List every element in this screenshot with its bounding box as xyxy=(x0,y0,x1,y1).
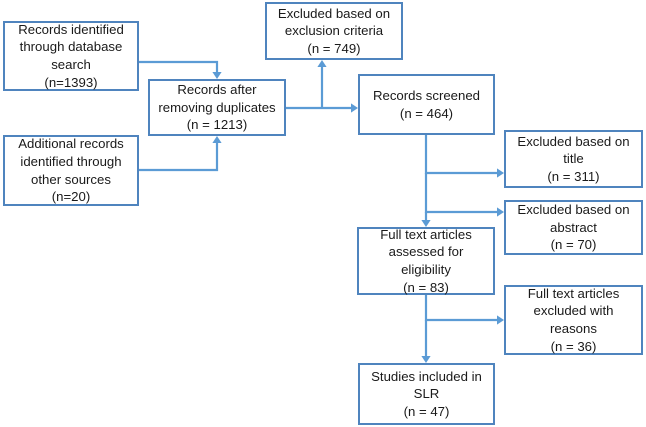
node-text-line: (n=20) xyxy=(51,189,91,205)
connector-screened-to-excluded-title-arrowhead xyxy=(497,168,504,178)
connector-additional-to-duplicates xyxy=(139,143,219,172)
node-text-line: other sources xyxy=(31,171,111,187)
connector-additional-to-duplicates-arrowhead xyxy=(212,136,222,143)
node-text-line: Records after xyxy=(177,82,257,98)
node-excluded-based-on-title: Excluded based on title(n = 311) xyxy=(504,130,643,188)
node-text-line: Excluded based on xyxy=(517,133,630,149)
node-excluded-exclusion-criteria: Excluded based on exclusion criteria(n = … xyxy=(265,2,403,60)
node-text-line: identified through xyxy=(20,153,122,169)
connector-duplicates-to-screened-arrowhead xyxy=(351,103,358,113)
node-text-line: (n = 36) xyxy=(550,338,597,354)
connector-database-to-duplicates-arrowhead xyxy=(212,72,222,79)
node-text-line: excluded with xyxy=(533,303,614,319)
connector-screened-to-excluded-title xyxy=(424,135,497,175)
node-text-line: (n = 749) xyxy=(307,40,361,56)
node-text-line: (n = 83) xyxy=(403,279,449,295)
node-text-line: Additional records xyxy=(18,136,124,152)
connector-database-to-duplicates xyxy=(139,60,219,72)
node-text-line: Studies included in xyxy=(371,368,482,384)
node-text-line: (n = 70) xyxy=(550,237,597,253)
node-text-line: Records identified xyxy=(18,21,124,37)
node-text-line: Records screened xyxy=(372,87,481,103)
node-text-line: eligibility xyxy=(401,262,451,277)
node-text-line: exclusion criteria xyxy=(284,23,384,39)
node-text-line: abstract xyxy=(550,219,597,235)
node-text-line: (n = 47) xyxy=(403,403,450,419)
node-text-line: title xyxy=(563,151,584,167)
node-text-line: through database xyxy=(19,39,123,55)
node-text-line: Full text articles xyxy=(380,226,472,242)
connector-screened-to-full-text-arrowhead xyxy=(421,220,431,227)
node-text-line: removing duplicates xyxy=(158,99,276,115)
node-records-identified-database: Records identified through database search… xyxy=(3,21,139,91)
connector-screened-to-excluded-abstract-arrowhead xyxy=(497,207,504,217)
connector-full-text-to-excluded-reasons-arrowhead xyxy=(497,315,504,325)
connector-full-text-to-excluded-reasons xyxy=(424,295,497,322)
node-text-line: (n=1393) xyxy=(44,74,98,90)
node-text-line: Excluded based on xyxy=(277,5,391,21)
node-text-line: assessed for xyxy=(388,244,464,260)
node-full-text-assessed-eligibility: Full text articles assessed for eligibilit… xyxy=(357,227,495,295)
node-text-line: search xyxy=(51,57,91,72)
node-text-line: (n = 464) xyxy=(399,105,454,121)
node-studies-included-slr: Studies included in SLR(n = 47) xyxy=(358,363,495,425)
node-text-line: Excluded based on xyxy=(517,202,630,218)
connector-screened-to-excluded-abstract xyxy=(424,173,497,214)
node-text-line: (n = 311) xyxy=(547,168,600,184)
node-text-line: (n = 1213) xyxy=(186,117,248,133)
node-text-line: SLR xyxy=(413,386,440,402)
connector-full-text-to-studies-included-arrowhead xyxy=(421,356,431,363)
node-text-line: Full text articles xyxy=(527,285,620,301)
node-records-screened: Records screened (n = 464) xyxy=(358,74,495,135)
node-text-line: reasons xyxy=(550,321,597,336)
node-full-text-excluded-reasons: Full text articles excluded with reasons (n… xyxy=(504,285,643,355)
connector-duplicates-to-exclusion-criteria-arrowhead xyxy=(317,60,327,67)
